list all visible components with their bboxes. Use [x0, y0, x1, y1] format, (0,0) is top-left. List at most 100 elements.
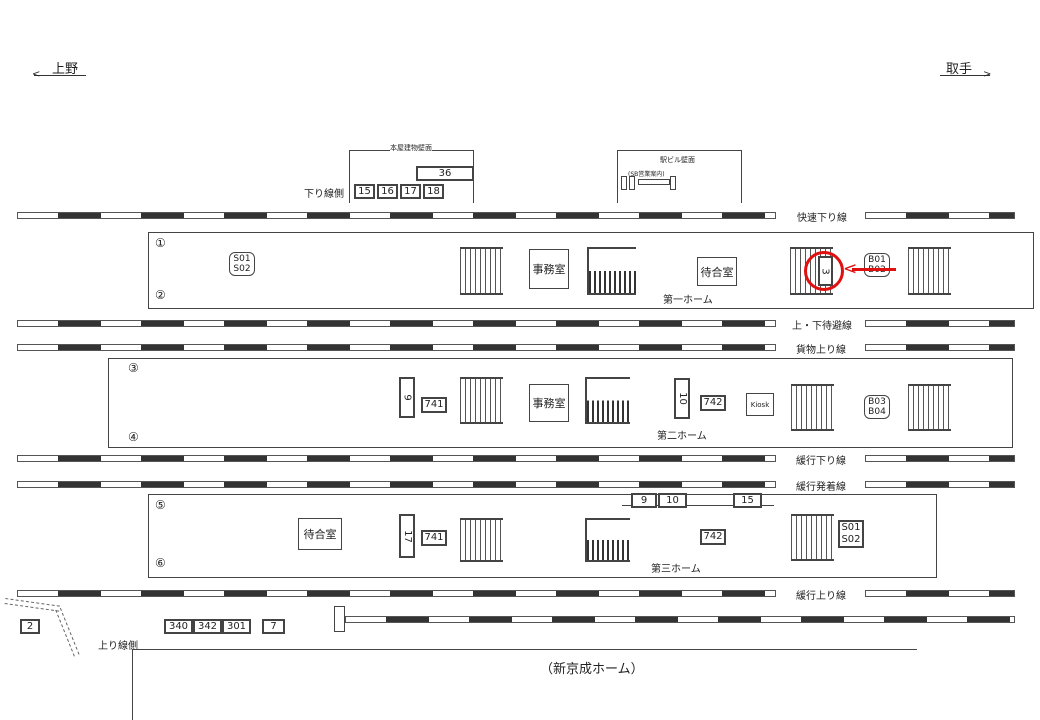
board-17: 17 [399, 514, 415, 558]
escalator-stairs [585, 377, 630, 424]
track-label-local-departure: 緩行発着線 [796, 482, 846, 493]
board-10: 10 [674, 378, 690, 419]
platform-3-label: 第三ホーム [651, 564, 701, 575]
board-9b: 9 [631, 493, 657, 508]
waiting-room: 待合室 [298, 518, 342, 550]
board-342: 342 [193, 619, 222, 634]
track-number-5: ⑤ [155, 498, 166, 512]
board-10b: 10 [658, 493, 687, 508]
board-741: 741 [421, 397, 447, 413]
sign-b01-b02: B01B02 [864, 253, 890, 277]
direction-toride: 取手 [946, 62, 973, 77]
track-local-up [865, 590, 1015, 597]
stairs [791, 384, 834, 431]
path-dotted [55, 607, 80, 657]
kiosk: Kiosk [746, 393, 774, 416]
path-dotted [4, 598, 60, 612]
board-17-label: 17 [401, 529, 413, 543]
track-local-departure [865, 481, 1015, 488]
left-arrow-head-icon: < [32, 69, 41, 80]
stairs [791, 514, 834, 561]
track-local-departure [17, 481, 776, 488]
board-741: 741 [421, 530, 447, 546]
track-label-freight-up: 貨物上り線 [796, 345, 846, 356]
board-16: 16 [377, 184, 398, 199]
waiting-room: 待合室 [697, 257, 737, 286]
sign-board [638, 179, 670, 185]
stairs [460, 247, 503, 295]
board-15: 15 [354, 184, 375, 199]
board-2: 2 [20, 619, 40, 634]
shin-keisei-label: （新京成ホーム） [540, 662, 644, 677]
track-freight-up [17, 344, 776, 351]
stairs [460, 518, 503, 562]
stairs [908, 247, 951, 295]
track-label-local-down: 緩行下り線 [796, 456, 846, 467]
board-15b: 15 [733, 493, 762, 508]
track-bottom [345, 616, 1015, 623]
sb-info-label: (SB営業案内) [628, 171, 665, 178]
station-building-wall-label: 駅ビル壁面 [660, 156, 695, 164]
buffer-stop [334, 606, 345, 632]
sign-s01: S01 [233, 254, 251, 264]
board-742: 742 [700, 529, 726, 545]
track-number-6: ⑥ [155, 556, 166, 570]
track-number-1: ① [155, 236, 166, 250]
track-label-rapid-down: 快速下り線 [797, 213, 847, 224]
highlight-circle [804, 251, 844, 291]
board-10-label: 10 [676, 392, 688, 405]
sign-post [621, 176, 627, 190]
platform-2-label: 第二ホーム [657, 431, 707, 442]
shin-keisei-platform [132, 649, 917, 720]
sign-b03: B03 [868, 397, 886, 407]
track-number-4: ④ [128, 430, 139, 444]
board-742: 742 [700, 395, 726, 411]
sign-b01: B01 [868, 255, 886, 265]
escalator-stairs [585, 518, 630, 562]
sign-s02: S02 [233, 264, 251, 274]
red-arrow-head-icon: < [843, 259, 858, 279]
stairs [908, 384, 951, 431]
sign-post [670, 176, 676, 190]
track-freight-up [865, 344, 1015, 351]
track-number-2: ② [155, 288, 166, 302]
sign-post [629, 176, 635, 190]
left-arrow-icon [34, 75, 86, 76]
sign-rail [622, 505, 774, 506]
red-arrow-icon [852, 268, 896, 271]
board-301: 301 [222, 619, 251, 634]
down-side-label: 下り線側 [304, 189, 344, 200]
track-passing [17, 320, 776, 327]
track-passing [865, 320, 1015, 327]
sign-b04: B04 [868, 407, 886, 417]
track-label-passing: 上・下待避線 [792, 321, 852, 332]
board-340: 340 [164, 619, 193, 634]
track-local-up [17, 590, 776, 597]
sign-s02: S02 [841, 534, 861, 545]
stairs [460, 377, 503, 424]
board-17: 17 [400, 184, 421, 199]
right-arrow-head-icon: > [983, 69, 992, 80]
board-7: 7 [262, 619, 285, 634]
track-rapid-down [865, 212, 1015, 219]
escalator-stairs [587, 247, 636, 295]
office-room: 事務室 [529, 384, 569, 422]
right-arrow-icon [940, 75, 990, 76]
board-9: 9 [399, 377, 415, 418]
sign-s01: S01 [841, 522, 861, 533]
track-number-3: ③ [128, 361, 139, 375]
direction-ueno: 上野 [52, 62, 79, 77]
track-label-local-up: 緩行上り線 [796, 591, 846, 602]
platform-1-label: 第一ホーム [663, 295, 713, 306]
up-side-label: 上り線側 [98, 641, 138, 652]
track-local-down [17, 455, 776, 462]
track-local-down [865, 455, 1015, 462]
board-36: 36 [416, 166, 474, 181]
board-18: 18 [423, 184, 444, 199]
main-building-wall-label: 本屋建物壁面 [390, 143, 432, 153]
track-rapid-down [17, 212, 776, 219]
